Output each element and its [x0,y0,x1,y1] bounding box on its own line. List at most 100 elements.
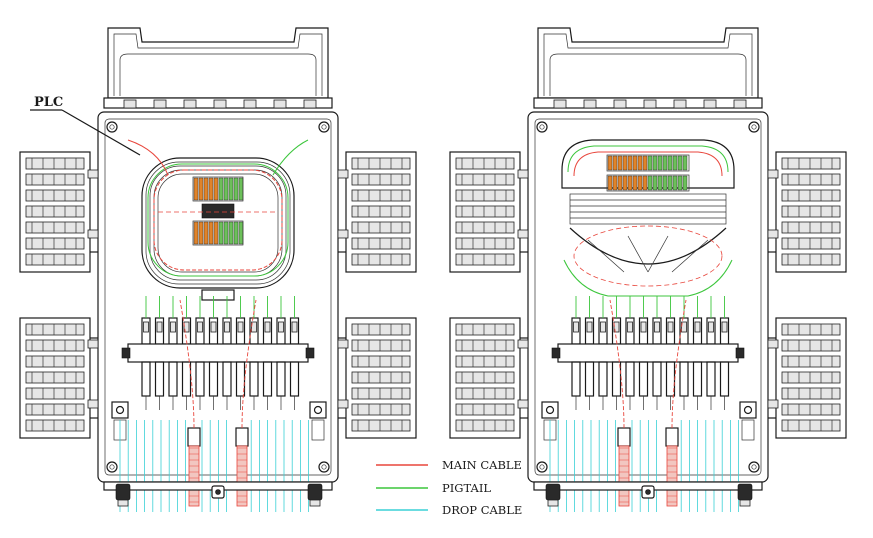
main-cable-loop [153,169,283,271]
clamp-slot [351,189,411,202]
splice-sleeve [627,155,633,171]
main-cable-sheath [618,445,630,507]
splice-sleeve [228,177,234,201]
rail-latch-left [551,347,561,359]
splice-block-outline [606,174,690,192]
adapter-port [197,321,203,333]
clamp-slot [25,323,85,336]
clamp-slot [351,237,411,250]
right-adapter-clamp [768,151,847,273]
splice-sleeve [233,177,239,201]
adapter-port [613,321,620,333]
splice-tray [561,139,735,297]
screw-hole-center [751,124,757,130]
cable-gland-icon [307,483,323,501]
screw-hole [318,461,330,473]
splice-sleeve [203,177,209,201]
clamp-mount [337,169,349,179]
clamp-slot [455,387,515,400]
adapter-port [237,321,244,333]
clamp-slot [25,403,85,416]
splice-sleeve [682,155,688,171]
screw-hole-center [539,124,545,130]
clamp-slot [25,157,85,170]
screw-hole-center [109,464,115,470]
splice-sleeve [193,177,199,201]
enclosure-lid [103,27,333,109]
main-cable-sheath [188,445,200,507]
adapter-port [694,321,701,333]
clamp-slot [781,221,841,234]
main-cable-route [179,299,195,429]
main-cable-route [609,299,625,429]
clamp-mount [337,399,349,409]
legend-label-pigtail: PIGTAIL [442,481,491,495]
main-cable-route [671,299,687,429]
splice-sleeve [677,175,683,191]
plc-leader-line [61,109,141,156]
clamp-slot [781,253,841,266]
clamp-slot [351,403,411,416]
splice-sleeve [667,155,673,171]
left-adapter-clamp [449,317,528,439]
side-adapter-clamps [19,151,417,439]
clamp-slot [781,371,841,384]
ground-plate [311,419,325,441]
clamp-slot [25,355,85,368]
screw-hole-center [321,124,327,130]
ground-clamp [111,401,129,419]
splice-sleeve [612,175,618,191]
legend-label-drop-cable: DROP CABLE [442,503,522,517]
lid-recess [119,53,317,96]
tray-stack [569,193,727,225]
enclosure-lid [533,27,763,109]
clamp-slot [781,173,841,186]
clamp-mount [517,399,529,409]
clamp-slot [25,221,85,234]
splice-sleeve [203,221,209,245]
clamp-slot [455,253,515,266]
splice-sleeve [657,175,663,191]
adapter-port [291,321,298,333]
adapter-port [721,321,728,333]
enclosure-left [19,27,417,512]
clamp-slot [781,323,841,336]
splice-sleeve [238,177,244,201]
splice-sleeve [612,155,618,171]
splice-sleeve [647,175,653,191]
left-adapter-clamp [449,151,528,273]
ground-screw [313,405,323,415]
pigtail-loop [147,163,289,277]
main-cable-sheath [666,445,678,507]
main-cable-route [241,299,257,429]
clamp-mount [517,229,529,239]
splice-sleeve [213,221,219,245]
clamp-mount [767,339,779,349]
splice-sleeve [632,175,638,191]
screw-hole [536,461,548,473]
main-cable-slack [573,225,723,287]
splice-sleeve [228,221,234,245]
left-adapter-clamp [19,317,98,439]
splice-sleeve [667,175,673,191]
adapter-port [654,321,660,333]
hinge-knuckle [733,99,747,109]
screw-hole [748,461,760,473]
pigtail-entry [272,139,309,176]
clamp-slot [455,339,515,352]
tray-ring [149,165,287,281]
splice-block-outline [192,220,244,246]
splice-sleeve [198,177,204,201]
hinge-knuckle [673,99,687,109]
clamp-slot [781,157,841,170]
adapter-port [586,321,593,333]
hinge-knuckle [273,99,287,109]
ground-screw [545,405,555,415]
legend-label-main-cable: MAIN CABLE [442,458,522,472]
clamp-slot [455,221,515,234]
lid-inner-outline [113,33,323,96]
clamp-slot [781,339,841,352]
clamp-slot [25,339,85,352]
